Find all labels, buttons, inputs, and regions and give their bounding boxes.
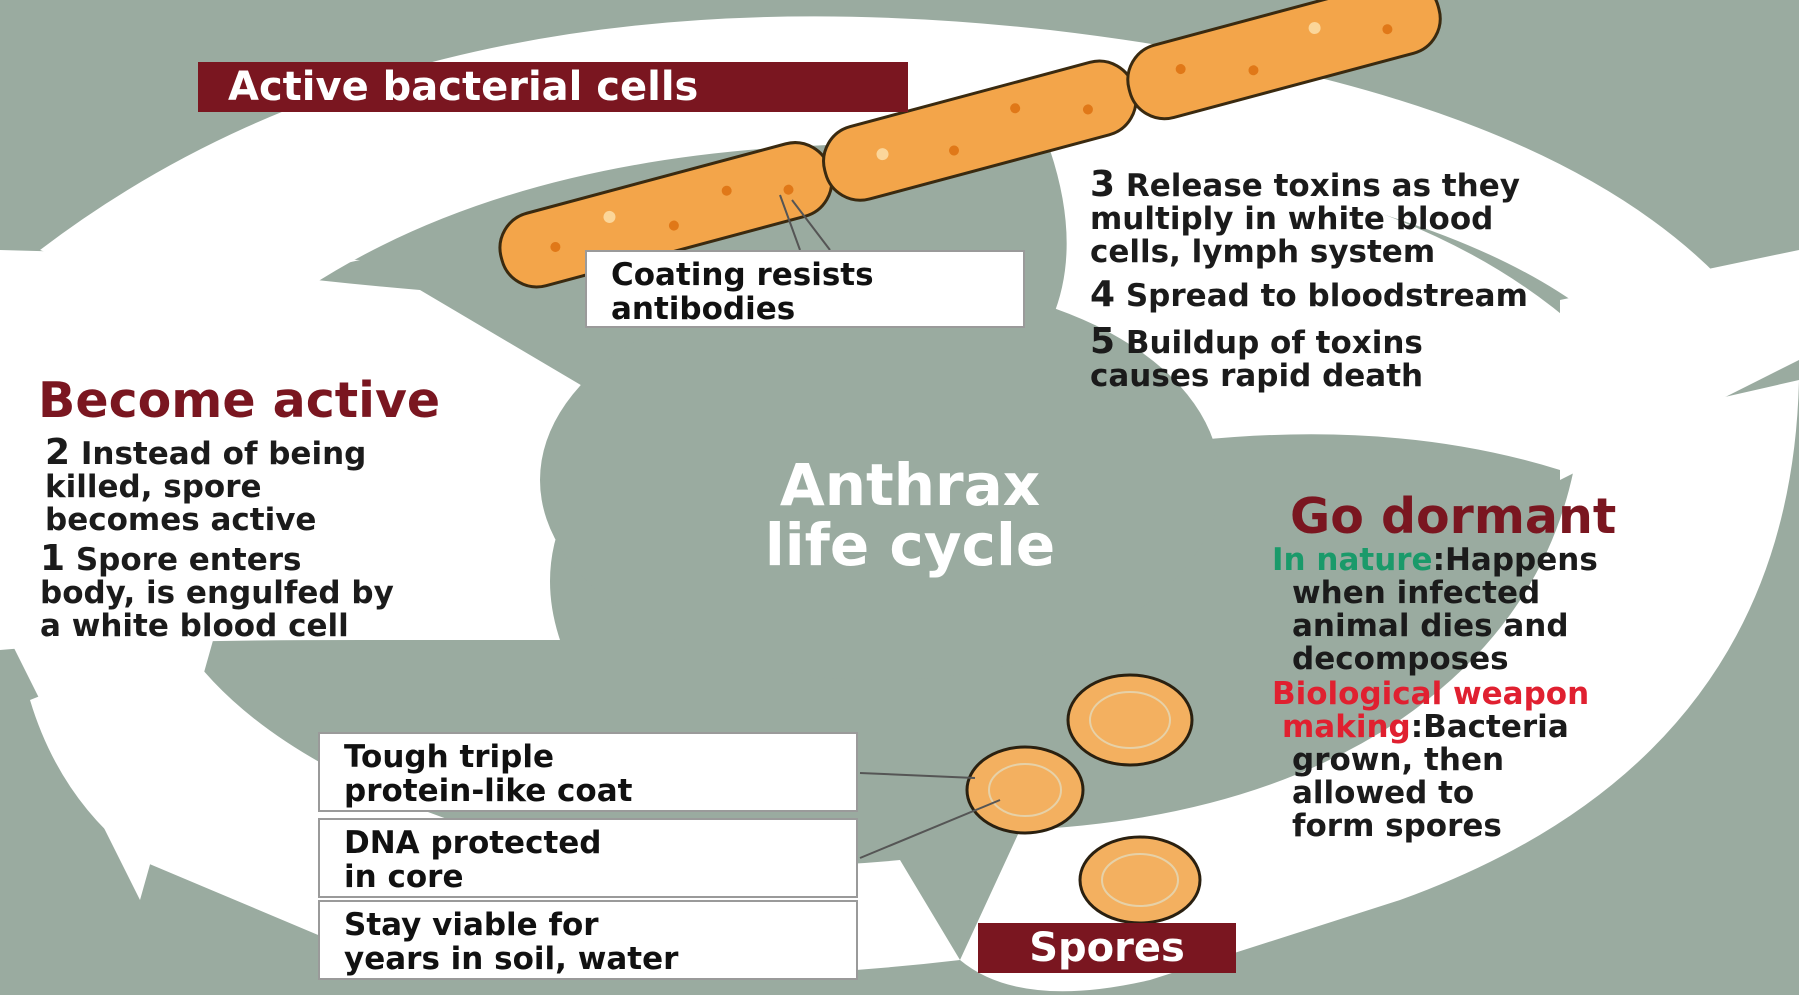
dormant-nature: In nature:Happens when infected animal d… xyxy=(1272,544,1598,676)
step-3-line1: Release toxins as they xyxy=(1126,168,1520,204)
callout-viable: Stay viable for years in soil, water xyxy=(318,900,858,980)
step-3-number: 3 xyxy=(1090,164,1115,205)
nature-line4: decomposes xyxy=(1272,643,1598,676)
callout-coat: Tough triple protein-like coat xyxy=(318,732,858,812)
label-active-cells: Active bacterial cells xyxy=(198,62,908,112)
step-5-number: 5 xyxy=(1090,321,1115,362)
step-1: 1 Spore enters body, is engulfed by a wh… xyxy=(40,542,394,643)
step-5-line1: Buildup of toxins xyxy=(1126,325,1423,361)
weapon-line3: allowed to xyxy=(1272,777,1589,810)
callout-dna: DNA protected in core xyxy=(318,818,858,898)
step-2-line1: Instead of being xyxy=(81,436,366,472)
step-2: 2 Instead of being killed, spore becomes… xyxy=(45,436,366,537)
center-title-line1: Anthrax xyxy=(690,455,1130,515)
step-2-line2: killed, spore xyxy=(45,471,366,504)
heading-go-dormant: Go dormant xyxy=(1290,488,1616,545)
callout-coating: Coating resists antibodies xyxy=(585,250,1025,328)
weapon-label1: Biological weapon xyxy=(1272,678,1589,711)
step-1-line2: body, is engulfed by xyxy=(40,577,394,610)
callout-coat-line1: Tough triple xyxy=(344,740,832,774)
step-1-line3: a white blood cell xyxy=(40,610,394,643)
callout-coat-line2: protein-like coat xyxy=(344,774,832,808)
heading-become-active: Become active xyxy=(38,372,440,429)
callout-viable-line2: years in soil, water xyxy=(344,942,832,976)
step-3-line3: cells, lymph system xyxy=(1090,236,1520,269)
weapon-line1: :Bacteria xyxy=(1411,709,1569,745)
callout-viable-line1: Stay viable for xyxy=(344,908,832,942)
step-5: 5 Buildup of toxins causes rapid death xyxy=(1090,325,1423,393)
step-1-number: 1 xyxy=(40,538,65,579)
callout-coating-line1: Coating resists xyxy=(611,258,999,292)
center-title: Anthrax life cycle xyxy=(690,455,1130,575)
nature-line3: animal dies and xyxy=(1272,610,1598,643)
nature-label: In nature xyxy=(1272,542,1433,578)
weapon-label2: making xyxy=(1282,709,1411,745)
step-4-line1: Spread to bloodstream xyxy=(1126,278,1528,314)
step-4: 4 Spread to bloodstream xyxy=(1090,278,1528,313)
callout-coating-line2: antibodies xyxy=(611,292,999,326)
step-5-line2: causes rapid death xyxy=(1090,360,1423,393)
label-spores: Spores xyxy=(978,923,1236,973)
step-3-line2: multiply in white blood xyxy=(1090,203,1520,236)
weapon-line4: form spores xyxy=(1272,810,1589,843)
step-2-line3: becomes active xyxy=(45,504,366,537)
step-2-number: 2 xyxy=(45,432,70,473)
callout-dna-line2: in core xyxy=(344,860,832,894)
step-4-number: 4 xyxy=(1090,274,1115,315)
step-3: 3 Release toxins as they multiply in whi… xyxy=(1090,168,1520,269)
step-1-line1: Spore enters xyxy=(76,542,302,578)
center-title-line2: life cycle xyxy=(690,515,1130,575)
callout-dna-line1: DNA protected xyxy=(344,826,832,860)
nature-line1: :Happens xyxy=(1433,542,1598,578)
weapon-line2: grown, then xyxy=(1272,744,1589,777)
nature-line2: when infected xyxy=(1272,577,1598,610)
dormant-weapon: Biological weapon making:Bacteria grown,… xyxy=(1272,678,1589,843)
